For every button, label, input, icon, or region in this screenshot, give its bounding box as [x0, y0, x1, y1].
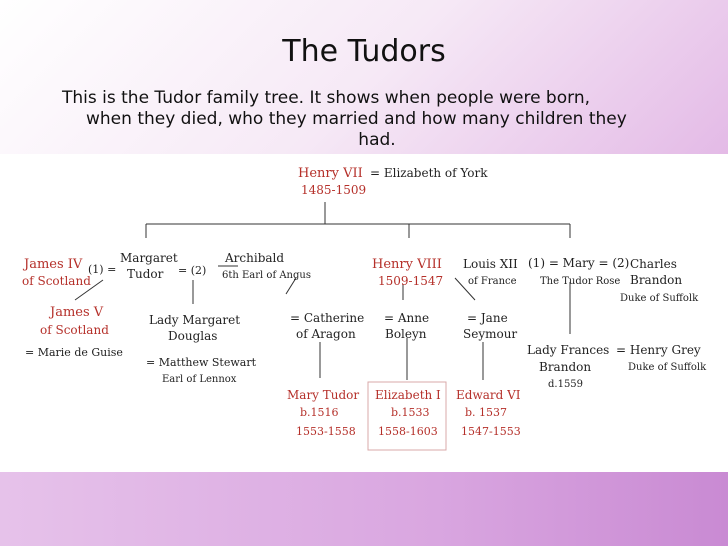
bottom-decorative-band — [0, 472, 728, 546]
elizabeth-i-reign: 1558-1603 — [378, 425, 438, 438]
jane-name-2: Seymour — [463, 327, 517, 341]
charles-name: Charles — [630, 257, 677, 271]
connector-catherine — [285, 277, 297, 295]
margaret-marriage-marker: = (2) — [178, 264, 206, 277]
henry-viii-dates: 1509-1547 — [378, 274, 443, 288]
elizabeth-i-name: Elizabeth I — [375, 388, 441, 402]
connector-jane — [454, 277, 476, 301]
intro-text: This is the Tudor family tree. It shows … — [62, 88, 684, 151]
family-tree-svg: Henry VII 1485-1509 = Elizabeth of York … — [22, 166, 707, 451]
tree-connectors — [74, 202, 571, 380]
mary-tudor-name: Mary Tudor — [287, 388, 359, 402]
james-iv-name: James IV — [22, 257, 83, 272]
marie-de-guise: = Marie de Guise — [25, 346, 123, 359]
matthew-title: Earl of Lennox — [162, 374, 237, 385]
elizabeth-of-york: = Elizabeth of York — [370, 166, 488, 180]
james-v-name: James V — [48, 305, 104, 320]
jane-name: = Jane — [467, 311, 508, 325]
mary-tudor-reign: 1553-1558 — [296, 425, 356, 438]
henry-vii-name: Henry VII — [298, 166, 363, 181]
charles-title: Duke of Suffolk — [620, 293, 699, 304]
james-iv-marriage-marker: (1) = — [88, 263, 116, 276]
henry-viii-name: Henry VIII — [372, 257, 442, 272]
louis-xii-name: Louis XII — [463, 257, 518, 271]
james-iv-title: of Scotland — [22, 274, 91, 288]
henry-vii-dates: 1485-1509 — [301, 183, 366, 197]
family-tree-image: Henry VII 1485-1509 = Elizabeth of York … — [0, 154, 728, 472]
mary-title: The Tudor Rose — [540, 276, 620, 287]
louis-xii-title: of France — [468, 276, 517, 287]
catherine-name: = Catherine — [290, 311, 364, 325]
intro-line-2: when they died, who they married and how… — [86, 109, 627, 129]
henry-grey-name: = Henry Grey — [616, 343, 701, 357]
lady-margaret-name: Lady Margaret — [149, 313, 240, 327]
margaret-name: Margaret — [120, 251, 178, 265]
edward-vi-reign: 1547-1553 — [461, 425, 521, 438]
archibald-name: Archibald — [224, 251, 284, 265]
charles-name-2: Brandon — [630, 273, 682, 287]
lady-frances-name: Lady Frances — [527, 343, 609, 357]
lady-margaret-name-2: Douglas — [168, 329, 217, 343]
margaret-name-2: Tudor — [127, 267, 164, 281]
elizabeth-i-born: b.1533 — [391, 406, 430, 419]
matthew-stewart: = Matthew Stewart — [146, 356, 257, 369]
anne-name-2: Boleyn — [385, 327, 427, 341]
henry-grey-title: Duke of Suffolk — [628, 362, 707, 373]
lady-frances-born: d.1559 — [548, 379, 583, 390]
slide-title: The Tudors — [282, 34, 446, 69]
mary-tudor-rose-line: (1) = Mary = (2) — [528, 256, 629, 270]
edward-vi-born: b. 1537 — [465, 406, 507, 419]
connector-james-v — [74, 279, 104, 301]
catherine-title: of Aragon — [296, 327, 356, 341]
mary-tudor-born: b.1516 — [300, 406, 339, 419]
elizabeth-i-highlight-box — [367, 381, 447, 451]
archibald-title: 6th Earl of Angus — [222, 270, 311, 281]
intro-line-1: This is the Tudor family tree. It shows … — [62, 88, 590, 108]
anne-name: = Anne — [384, 311, 429, 325]
intro-line-3: had. — [358, 130, 396, 150]
lady-frances-name-2: Brandon — [539, 360, 591, 374]
james-v-title: of Scotland — [40, 323, 109, 337]
edward-vi-name: Edward VI — [456, 388, 521, 402]
